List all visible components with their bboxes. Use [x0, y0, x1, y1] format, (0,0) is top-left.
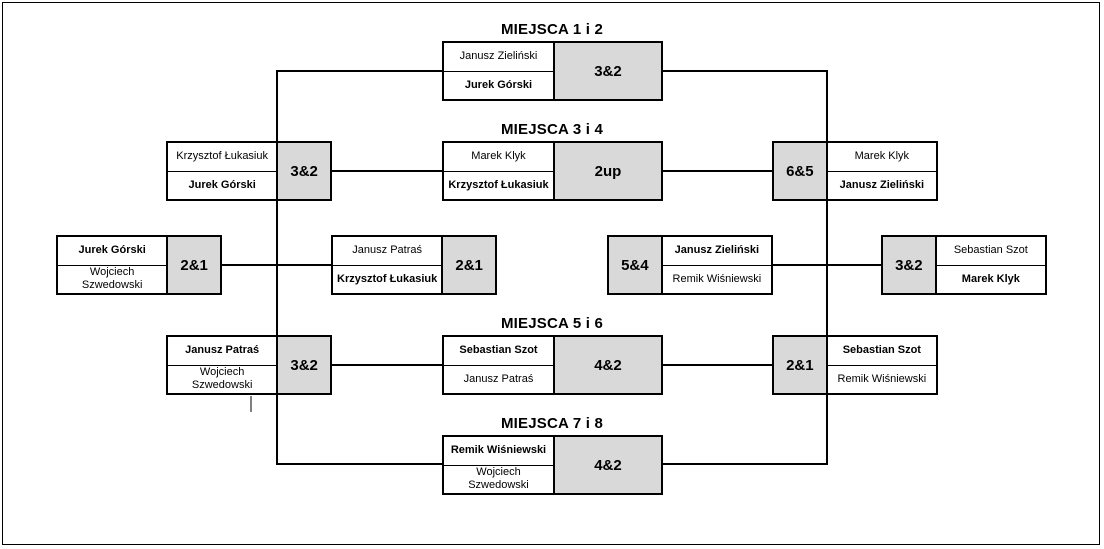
match-player-top: Jurek Górski	[58, 237, 167, 266]
match-player-top: Sebastian Szot	[827, 337, 936, 366]
match-final-places-1-2: Janusz Zieliński Jurek Górski 3&2	[442, 41, 663, 101]
match-score: 4&2	[552, 337, 661, 393]
match-player-bottom: Janusz Patraś	[463, 372, 534, 385]
match-player-bottom: Marek Klyk	[961, 272, 1020, 285]
match-player-bottom: Jurek Górski	[188, 178, 256, 191]
match-player-top: Remik Wiśniewski	[444, 437, 553, 466]
match-final-places-7-8: Remik Wiśniewski Wojciech Szwedowski 4&2	[442, 435, 663, 495]
match-player-bottom: Remik Wiśniewski	[837, 372, 927, 385]
heading-places-3-4: MIEJSCA 3 i 4	[500, 121, 604, 138]
match-score: 3&2	[883, 237, 937, 293]
match-player-bottom: Jurek Górski	[464, 78, 533, 91]
match-semifinal-right-winners: 6&5 Marek Klyk Janusz Zieliński	[772, 141, 938, 201]
match-semifinal-left-losers: Janusz Patraś Wojciech Szwedowski 3&2	[166, 335, 332, 395]
match-player-top: Janusz Zieliński	[662, 237, 771, 266]
match-player-top: Sebastian Szot	[936, 237, 1045, 266]
match-quarterfinal-2: Janusz Patraś Krzysztof Łukasiuk 2&1	[331, 235, 497, 295]
match-final-places-5-6: Sebastian Szot Janusz Patraś 4&2	[442, 335, 663, 395]
match-quarterfinal-3: 5&4 Janusz Zieliński Remik Wiśniewski	[607, 235, 773, 295]
match-player-bottom: Wojciech Szwedowski	[191, 366, 253, 392]
match-score: 2&1	[441, 237, 495, 293]
match-score: 4&2	[552, 437, 661, 493]
match-score: 3&2	[276, 337, 330, 393]
heading-places-1-2: MIEJSCA 1 i 2	[500, 21, 604, 38]
match-player-top: Janusz Zieliński	[444, 43, 553, 72]
match-player-top: Marek Klyk	[827, 143, 936, 172]
heading-places-7-8: MIEJSCA 7 i 8	[500, 415, 604, 432]
match-player-top: Marek Klyk	[444, 143, 553, 172]
match-score: 2&1	[774, 337, 828, 393]
match-score: 3&2	[276, 143, 330, 199]
match-score: 2up	[552, 143, 661, 199]
match-score: 5&4	[609, 237, 663, 293]
match-player-bottom: Krzysztof Łukasiuk	[448, 178, 549, 191]
heading-places-5-6: MIEJSCA 5 i 6	[500, 315, 604, 332]
match-player-top: Krzysztof Łukasiuk	[168, 143, 277, 172]
match-player-bottom: Wojciech Szwedowski	[468, 466, 529, 492]
match-player-top: Sebastian Szot	[444, 337, 553, 366]
match-player-bottom: Janusz Zieliński	[839, 178, 925, 191]
match-score: 3&2	[552, 43, 661, 99]
match-quarterfinal-4: 3&2 Sebastian Szot Marek Klyk	[881, 235, 1047, 295]
match-score: 2&1	[166, 237, 220, 293]
match-player-bottom: Krzysztof Łukasiuk	[337, 272, 438, 285]
match-player-bottom: Remik Wiśniewski	[672, 272, 762, 285]
match-player-top: Janusz Patraś	[333, 237, 442, 266]
match-score: 6&5	[774, 143, 828, 199]
match-player-top: Janusz Patraś	[168, 337, 277, 366]
match-final-places-3-4: Marek Klyk Krzysztof Łukasiuk 2up	[442, 141, 663, 201]
match-player-bottom: Wojciech Szwedowski	[81, 266, 143, 292]
match-quarterfinal-1: Jurek Górski Wojciech Szwedowski 2&1	[56, 235, 222, 295]
match-semifinal-left-winners: Krzysztof Łukasiuk Jurek Górski 3&2	[166, 141, 332, 201]
match-semifinal-right-losers: 2&1 Sebastian Szot Remik Wiśniewski	[772, 335, 938, 395]
